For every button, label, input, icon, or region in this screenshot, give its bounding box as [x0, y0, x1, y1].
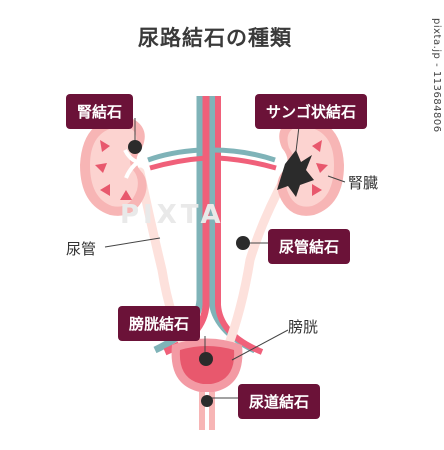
label-bladder: 膀胱 — [288, 318, 319, 336]
callout-kidney-stone: 腎結石 — [66, 94, 134, 129]
page-title: 尿路結石の種類 — [138, 26, 292, 50]
ureteral-stone-mark — [236, 236, 250, 250]
callout-staghorn-stone: サンゴ状結石 — [255, 94, 368, 129]
left-kidney — [80, 116, 147, 216]
bladder-stone-mark — [199, 352, 213, 366]
callout-urethral-stone: 尿道結石 — [238, 384, 321, 419]
callout-bladder-stone: 膀胱結石 — [118, 306, 201, 341]
staghorn-stone-mark — [277, 150, 314, 197]
stones — [128, 140, 314, 407]
urethral-stone-mark — [201, 395, 213, 407]
watermark-center: PIXTA — [120, 200, 225, 230]
watermark-side: pixta.jp - 113684806 — [431, 18, 442, 133]
label-kidney: 腎臓 — [348, 174, 379, 192]
kidney-stone-mark — [128, 140, 142, 154]
label-ureter: 尿管 — [66, 240, 97, 258]
callout-ureteral-stone: 尿管結石 — [268, 229, 351, 264]
